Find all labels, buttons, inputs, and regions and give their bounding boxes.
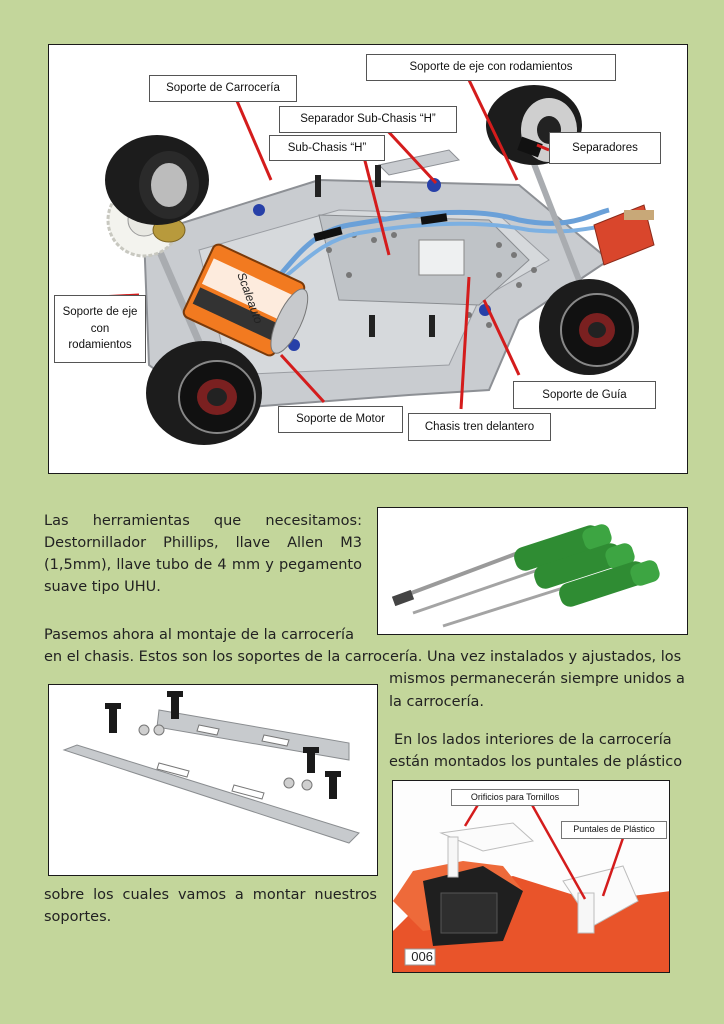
chassis-figure: Scaleauto — [48, 44, 688, 474]
tools-figure — [377, 507, 688, 635]
chassis-illustration: Scaleauto — [98, 79, 655, 445]
screwdriver-3 — [442, 560, 660, 628]
label-subchassis-spacer: Separador Sub-Chasis “H” — [279, 106, 457, 133]
label-screw-holes: Orificios para Tornillos — [451, 789, 579, 806]
mount-intro-line4: la carrocería. — [389, 694, 484, 710]
label-front-chassis: Chasis tren delantero — [408, 413, 551, 441]
label-motor-support: Soporte de Motor — [278, 406, 403, 433]
label-subchassis: Sub-Chasis “H” — [269, 135, 385, 161]
front-right-wheel — [539, 279, 639, 375]
closing-paragraph: sobre los cuales vamos a montar nuestros… — [44, 887, 377, 925]
screwdriver-1 — [391, 524, 612, 607]
support-bracket-lower — [62, 744, 360, 844]
interior-line1: En los lados interiores de la carrocería — [394, 732, 672, 748]
supports-figure — [48, 684, 378, 876]
body-interior-illustration: 900 — [393, 781, 669, 972]
support-bracket-upper — [156, 709, 350, 761]
tools-paragraph: Las herramientas que necesitamos: Destor… — [44, 513, 362, 595]
motor — [182, 243, 309, 357]
rear-right-wheel — [146, 341, 262, 445]
label-guide-support: Soporte de Guía — [513, 381, 656, 409]
body-interior-figure: 900 Orificios para Tornillos Puntales de… — [392, 780, 670, 973]
tools-illustration — [391, 524, 660, 628]
car-number: 900 — [411, 949, 433, 964]
label-axle-bearing-left: Soporte de eje con rodamientos — [54, 295, 146, 363]
label-axle-bearing-top: Soporte de eje con rodamientos — [366, 54, 616, 81]
label-plastic-struts: Puntales de Plástico — [561, 821, 667, 839]
mount-intro-line1: Pasemos ahora al montaje de la carrocerí… — [44, 627, 354, 643]
plastic-strut-left — [439, 822, 535, 852]
screwdriver-2 — [412, 543, 635, 615]
interior-line2: están montados los puntales de plástico — [389, 754, 683, 770]
mount-intro-line2: en el chasis. Estos son los soportes de … — [44, 649, 682, 665]
label-body-support: Soporte de Carrocería — [149, 75, 297, 102]
rear-left-wheel — [105, 135, 209, 225]
supports-illustration — [62, 691, 360, 844]
label-spacers: Separadores — [549, 132, 661, 164]
mount-intro-line3: mismos permanecerán siempre unidos a — [389, 671, 685, 687]
